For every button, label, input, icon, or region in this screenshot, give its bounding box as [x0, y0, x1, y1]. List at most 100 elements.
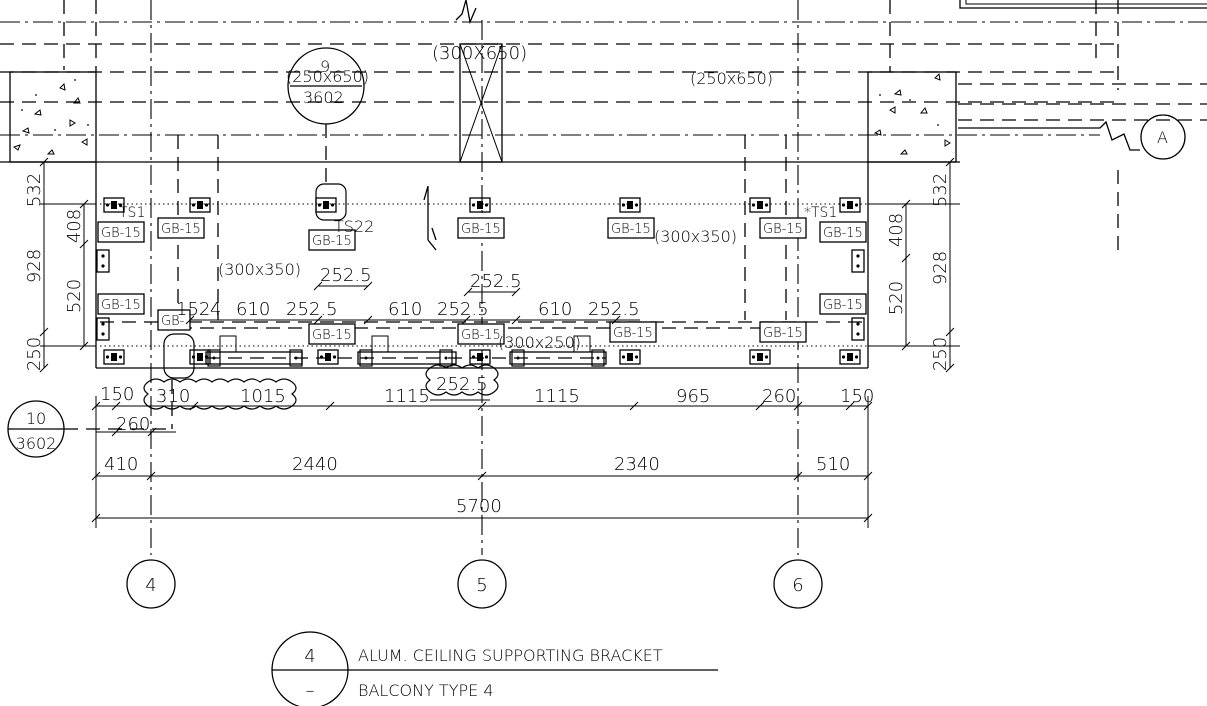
- dim-610b: 610: [388, 299, 422, 320]
- bracket-top-1: [189, 197, 211, 213]
- dim-right-928: 928: [930, 251, 951, 285]
- gb15-tag-1-text: GB-15: [161, 222, 201, 237]
- bracket-top-3: [469, 197, 491, 213]
- gb15-tag-10: GB-15: [457, 323, 505, 345]
- bracket-bottom-6: [839, 349, 861, 365]
- beam-label-top-right: (250x650): [690, 69, 773, 88]
- gb15-tag-11: GB-15: [609, 321, 657, 343]
- grid-4-label: 4: [145, 575, 156, 596]
- bracket-bottom-2: [317, 349, 339, 365]
- title-box-fragment: [959, 0, 1207, 9]
- bracket-top-2: [315, 197, 337, 213]
- ts1-right-label: *TS1: [804, 205, 837, 221]
- dim-252c: 252.5: [588, 299, 640, 320]
- bracket-top-4: [619, 197, 641, 213]
- dim-252-top1: 252.5: [320, 265, 372, 286]
- concrete-column-left: [9, 71, 97, 163]
- gb15-tag-10-text: GB-15: [461, 328, 501, 343]
- dim-left-520: 520: [64, 279, 85, 313]
- gb15-tag-1: GB-15: [157, 217, 205, 239]
- bracket-top-5: [749, 197, 771, 213]
- gridline-a-break: [958, 114, 1186, 160]
- gb15-tag-5-text: GB-15: [763, 222, 803, 237]
- dim-260: 260: [762, 386, 796, 407]
- dim-2440: 2440: [292, 454, 338, 475]
- beam-label-top-left: (250x650): [286, 67, 369, 86]
- gb15-tag-6: GB-15: [819, 221, 867, 243]
- dim-left-250: 250: [24, 337, 45, 371]
- callout-10-number: 10: [26, 409, 46, 428]
- bracket-top-6: [839, 197, 861, 213]
- dim-965: 965: [676, 386, 710, 407]
- gb15-tag-8-text: GB-15: [823, 298, 863, 313]
- title-sub: –: [306, 680, 315, 701]
- dim-left-928: 928: [24, 249, 45, 283]
- bracket-side-left-1: [96, 249, 110, 273]
- gb15-tag-11-text: GB-15: [613, 326, 653, 341]
- bracket-bottom-3: [469, 349, 491, 365]
- callout-9-number: 9: [320, 57, 330, 76]
- grid-6-label: 6: [792, 575, 803, 596]
- grid-5-label: 5: [476, 575, 487, 596]
- slab-outline: [0, 161, 960, 369]
- dim-right-532: 532: [930, 173, 951, 207]
- gb15-tag-3-text: GB-15: [461, 222, 501, 237]
- callout-9-sheet: 3602: [303, 88, 344, 107]
- dim-610a: 610: [236, 299, 270, 320]
- dim-510: 510: [816, 454, 850, 475]
- beam-label-mid-right: (300x350): [654, 227, 737, 246]
- dim-4: 4: [210, 299, 221, 320]
- dim-1115a: 1115: [384, 386, 430, 407]
- gb15-tag-5: GB-15: [759, 217, 807, 239]
- gb15-tag-short: GB-: [157, 309, 191, 331]
- dim-252b: 252.5: [437, 299, 489, 320]
- ceiling-panels: [205, 335, 607, 365]
- dim-right-408: 408: [886, 213, 907, 247]
- title-line2: BALCONY TYPE 4: [358, 681, 494, 700]
- gb15-tag-9-text: GB-15: [312, 328, 352, 343]
- dim-152: 152: [176, 299, 210, 320]
- gb15-tag-7: GB-15: [97, 293, 145, 315]
- gb15-tag-2-text: GB-15: [312, 234, 352, 249]
- dim-2340: 2340: [614, 454, 660, 475]
- dim-right-250: 250: [930, 337, 951, 371]
- bracket-bottom-0: [103, 349, 125, 365]
- dim-252-top2: 252.5: [470, 271, 522, 292]
- bracket-bottom-5: [749, 349, 771, 365]
- bracket-side-right-2: [851, 317, 865, 341]
- ts1-label: TS1: [119, 205, 145, 221]
- dim-252-bottom: 252.5: [436, 374, 488, 395]
- beam-outlines: [0, 0, 1207, 329]
- dimension-lines: [39, 157, 960, 528]
- title-symbol: [271, 631, 718, 706]
- title-number: 4: [304, 646, 315, 667]
- gb15-tag-8: GB-15: [819, 293, 867, 315]
- dim-150: 150: [100, 384, 134, 405]
- gb15-tag-0-text: GB-15: [101, 226, 141, 241]
- bracket-top-0: [103, 197, 125, 213]
- gb15-tag-0: GB-15: [97, 221, 145, 243]
- gb15-tag-12: GB-15: [759, 321, 807, 343]
- bracket-side-right-1: [851, 249, 865, 273]
- gb15-tag-12-text: GB-15: [763, 326, 803, 341]
- dim-1015: 1015: [240, 386, 286, 407]
- title-line1: ALUM. CEILING SUPPORTING BRACKET: [358, 646, 663, 665]
- gb15-tag-4-text: GB-15: [611, 222, 651, 237]
- beam-label-mid-left: (300x350): [218, 260, 301, 279]
- grid-lines: [0, 0, 1207, 555]
- concrete-column-right: [867, 71, 957, 163]
- fall-arrow: [423, 185, 437, 251]
- dim-260-row2: 260: [116, 414, 150, 435]
- gb15-tag-4: GB-15: [607, 217, 655, 239]
- break-symbol: [455, 0, 477, 25]
- dim-right-520: 520: [886, 281, 907, 315]
- section-callout-9: [287, 47, 365, 221]
- dim-left-532: 532: [24, 173, 45, 207]
- dim-5700: 5700: [456, 496, 502, 517]
- grid-bubbles: [126, 559, 823, 609]
- gb15-tag-3: GB-15: [457, 217, 505, 239]
- dim-left-408: 408: [64, 209, 85, 243]
- revision-clouds: [143, 333, 499, 410]
